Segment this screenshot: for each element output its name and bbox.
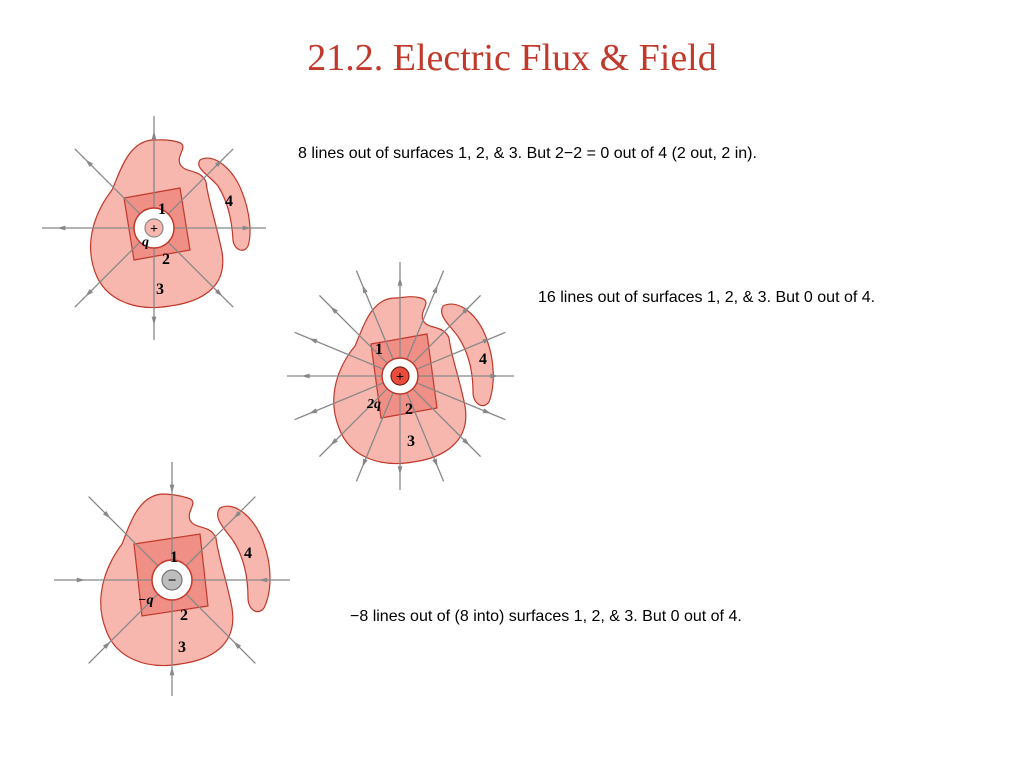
field-arrowhead xyxy=(309,408,318,414)
charge-sign: + xyxy=(150,222,158,237)
charge-sign: + xyxy=(396,370,404,385)
field-arrowhead xyxy=(169,667,175,676)
field-arrowhead xyxy=(432,458,438,467)
field-arrowhead xyxy=(233,510,242,519)
page-title: 21.2. Electric Flux & Field xyxy=(307,37,717,79)
diagram-negative-q: − −q 1 2 3 4 xyxy=(50,458,296,698)
surface-label-4: 4 xyxy=(479,351,487,368)
field-line xyxy=(88,586,166,664)
field-arrowhead xyxy=(259,577,268,583)
surface-4-blob xyxy=(198,157,251,251)
charge-circle xyxy=(144,218,164,238)
field-arrowhead xyxy=(85,288,94,297)
field-arrowhead xyxy=(76,577,85,583)
surface-label-4: 4 xyxy=(244,545,252,562)
field-arrowhead xyxy=(301,373,310,379)
diagram-positive-2q-svg: + 2q 1 2 3 4 xyxy=(286,262,514,490)
charge-sign: − xyxy=(168,573,177,589)
field-arrowhead xyxy=(330,438,338,446)
caption-negative-q: −8 lines out of (8 into) surfaces 1, 2, … xyxy=(350,608,742,625)
field-arrowhead xyxy=(151,131,157,140)
diagram-positive-q-svg: + q 1 2 3 4 xyxy=(42,116,266,340)
surface-label-2: 2 xyxy=(162,251,170,268)
charge-circle xyxy=(161,569,183,591)
field-line xyxy=(178,496,256,574)
field-arrowhead xyxy=(482,408,491,414)
field-arrowhead xyxy=(432,285,438,294)
field-arrowhead xyxy=(57,225,66,231)
field-arrowhead xyxy=(309,338,318,344)
charge-circle xyxy=(390,366,410,386)
field-arrowhead xyxy=(362,458,368,467)
diagram-positive-2q: + 2q 1 2 3 4 xyxy=(286,258,523,494)
surface-label-2: 2 xyxy=(180,607,188,624)
field-lines xyxy=(54,462,290,698)
diagram-negative-q-svg: − −q 1 2 3 4 xyxy=(54,462,290,698)
surface-label-1: 1 xyxy=(375,341,383,358)
caption-positive-2q: 16 lines out of surfaces 1, 2, & 3. But … xyxy=(538,289,876,306)
field-arrowhead xyxy=(362,285,368,294)
field-arrowhead xyxy=(462,438,470,446)
field-arrowhead xyxy=(397,466,403,475)
surface-label-1: 1 xyxy=(158,201,166,218)
field-arrowhead xyxy=(151,316,157,325)
surface-label-1: 1 xyxy=(170,549,178,566)
field-arrowhead xyxy=(85,159,94,168)
surface-label-3: 3 xyxy=(156,281,164,298)
charge-label: 2q xyxy=(366,397,381,412)
surface-4-blob xyxy=(217,505,271,613)
field-lines xyxy=(42,116,266,340)
field-arrowhead xyxy=(462,306,470,314)
charge-label: q xyxy=(142,235,149,250)
field-arrowhead xyxy=(242,225,251,231)
field-arrowhead xyxy=(102,510,111,519)
surface-label-3: 3 xyxy=(178,639,186,656)
field-arrowhead xyxy=(102,641,111,650)
field-arrowhead xyxy=(397,277,403,286)
charge-label: −q xyxy=(138,593,153,608)
field-arrowhead xyxy=(214,288,223,297)
field-line xyxy=(178,586,256,664)
field-arrowhead xyxy=(482,338,491,344)
field-arrowhead xyxy=(233,641,242,650)
surface-label-3: 3 xyxy=(407,433,415,450)
field-arrowhead xyxy=(330,306,338,314)
field-line xyxy=(88,496,166,574)
surface-label-4: 4 xyxy=(225,193,233,210)
surface-4-blob xyxy=(441,303,494,407)
field-lines xyxy=(286,262,514,490)
diagram-positive-q: + q 1 2 3 4 xyxy=(40,112,280,340)
field-arrowhead xyxy=(214,159,223,168)
caption-positive-q: 8 lines out of surfaces 1, 2, & 3. But 2… xyxy=(298,145,757,162)
field-arrowhead xyxy=(490,373,499,379)
field-arrowhead xyxy=(169,484,175,493)
surface-label-2: 2 xyxy=(405,401,413,418)
